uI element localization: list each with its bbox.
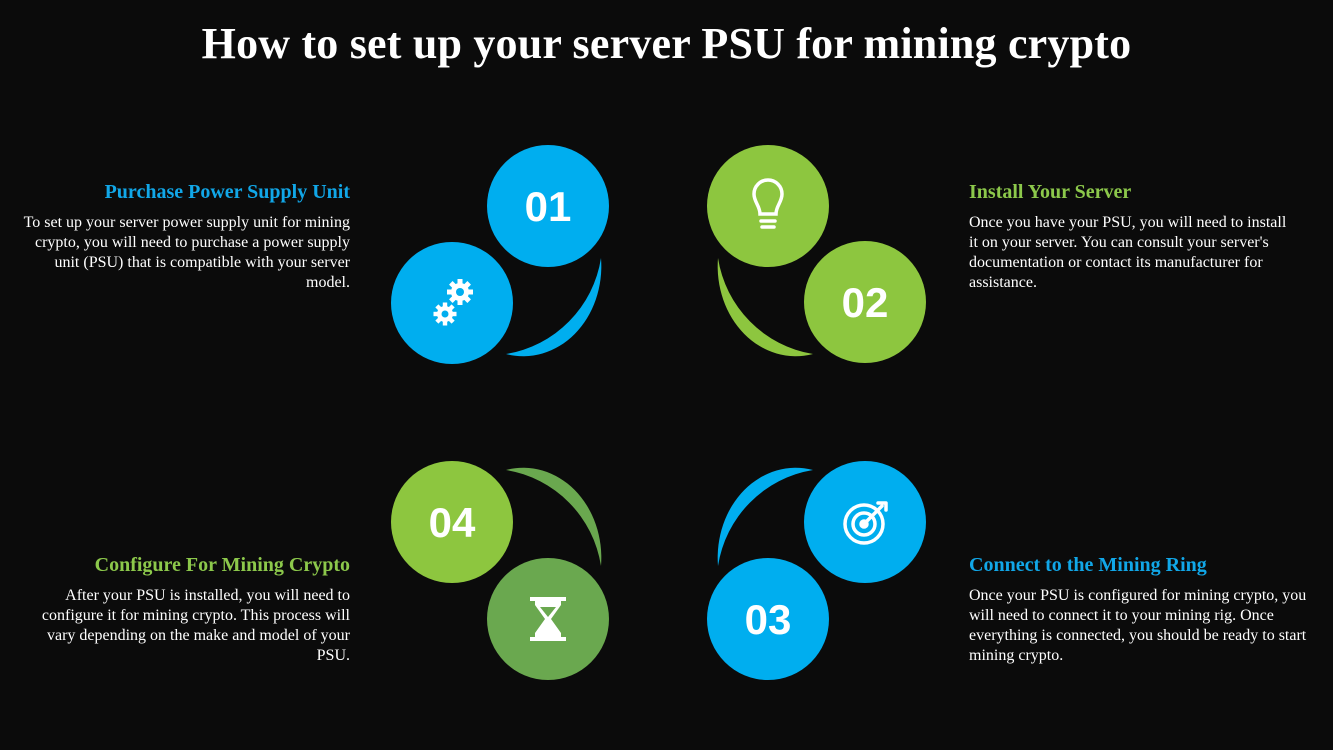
- step-02-circle: [804, 241, 926, 363]
- hourglass-icon: [530, 597, 566, 641]
- step-03-description: Once your PSU is configured for mining c…: [969, 587, 1307, 664]
- lightbulb-circle: [707, 145, 829, 267]
- step-04-description: After your PSU is installed, you will ne…: [41, 587, 350, 664]
- blue-arc-bottom-right: [717, 467, 813, 566]
- step-04-heading: Configure For Mining Crypto: [94, 554, 350, 576]
- step-01-number: 01: [525, 183, 572, 230]
- step-03-text-block: Connect to the Mining Ring Once your PSU…: [969, 553, 1314, 666]
- lightbulb-icon: [752, 178, 784, 229]
- target-icon: [843, 501, 888, 545]
- step-01-text-block: Purchase Power Supply Unit To set up you…: [20, 180, 350, 293]
- step-02-number: 02: [842, 279, 889, 326]
- step-01-heading: Purchase Power Supply Unit: [104, 181, 350, 203]
- step-03-circle: [707, 558, 829, 680]
- step-04-text-block: Configure For Mining Crypto After your P…: [20, 553, 350, 666]
- green-arc-bottom-left: [506, 467, 602, 566]
- step-03-number: 03: [745, 596, 792, 643]
- blue-arc-top-left: [506, 258, 602, 357]
- step-03-heading: Connect to the Mining Ring: [969, 554, 1207, 576]
- step-02-heading: Install Your Server: [969, 181, 1132, 203]
- step-04-number: 04: [429, 499, 476, 546]
- gears-icon: [433, 279, 473, 326]
- step-01-description: To set up your server power supply unit …: [23, 214, 350, 291]
- page-title: How to set up your server PSU for mining…: [201, 19, 1132, 68]
- gears-circle: [391, 242, 513, 364]
- step-02-text-block: Install Your Server Once you have your P…: [969, 180, 1299, 293]
- step-01-circle: [487, 145, 609, 267]
- step-04-circle: [391, 461, 513, 583]
- green-arc-top-right: [717, 258, 813, 357]
- step-02-description: Once you have your PSU, you will need to…: [969, 214, 1287, 291]
